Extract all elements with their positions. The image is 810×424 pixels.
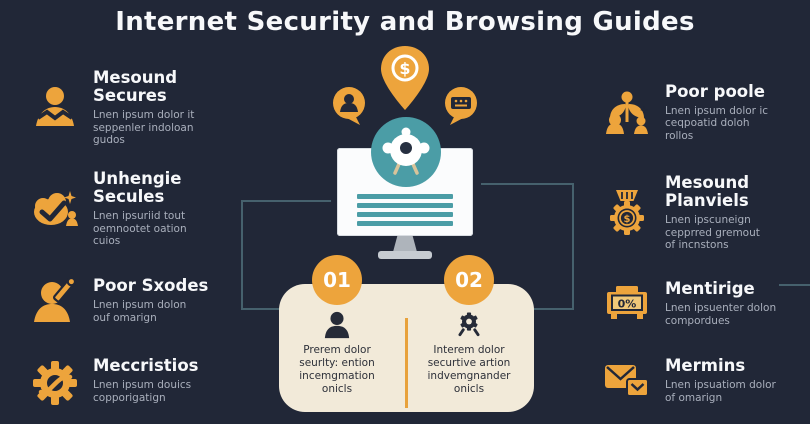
item-body: Lnen ipsuatiom dolor of omarign xyxy=(665,378,776,404)
percent-label: 0% xyxy=(618,298,637,311)
person-bubble-icon xyxy=(330,86,368,126)
item-body: Lnen ipsum douics copporigatign xyxy=(93,378,192,404)
item-body: Lnen ipscuneign cepprred gremout of incn… xyxy=(665,213,760,252)
item-heading: Poor poole xyxy=(665,82,765,102)
connector-line xyxy=(533,308,574,310)
connector-line xyxy=(572,183,574,310)
dollar-pin-icon: $ xyxy=(377,44,433,112)
bug-badge-icon xyxy=(371,117,441,187)
screen-text-line xyxy=(357,203,453,208)
list-item: Mesound Secures Lnen ipsum dolor it sepp… xyxy=(28,62,258,154)
list-item: 0% Mentirige Lnen ipsuenter dolon compor… xyxy=(600,262,810,346)
item-heading: Poor Sxodes xyxy=(93,276,209,296)
list-item: Meccristios Lnen ipsum douics copporigat… xyxy=(28,341,258,421)
item-heading: Mermins xyxy=(665,356,746,376)
connector-line xyxy=(241,308,281,310)
list-item: Unhengie Secules Lnen ipsuriid tout oemn… xyxy=(28,163,258,255)
envelopes-icon xyxy=(600,354,654,408)
percent-board-icon: 0% xyxy=(600,277,654,331)
person-pencil-icon xyxy=(28,274,82,328)
screen-text-line xyxy=(357,194,453,199)
item-body: Lnen ipsuriid tout oemnootet oation cuio… xyxy=(93,209,187,248)
monitor-stand-base xyxy=(378,251,432,259)
item-heading: Mentirige xyxy=(665,279,755,299)
list-item: Mermins Lnen ipsuatiom dolor of omarign xyxy=(600,340,810,422)
map-person-icon xyxy=(28,81,82,135)
screen-text-line xyxy=(357,221,453,226)
step-description: Prerem dolor seurlty: ention incemgmatio… xyxy=(299,344,375,396)
connector-line xyxy=(779,284,810,286)
monitor-stand xyxy=(393,236,417,252)
item-body: Lnen ipsuenter dolon compordues xyxy=(665,301,777,327)
connector-line xyxy=(241,200,331,202)
item-heading: Mesound Secures xyxy=(93,67,178,106)
item-body: Lnen ipsum dolor it seppenler indoloan g… xyxy=(93,108,195,147)
person-icon xyxy=(323,310,351,340)
list-item: Poor poole Lnen ipsum dolor ic ceqpoatid… xyxy=(600,64,810,162)
gear-swoosh-icon xyxy=(28,354,82,408)
steps-divider xyxy=(405,318,408,408)
plant-people-icon xyxy=(600,86,654,140)
list-item: Poor Sxodes Lnen ipsum dolon ouf omarign xyxy=(28,260,258,342)
item-heading: Mesound Planviels xyxy=(665,172,750,211)
connector-line xyxy=(481,183,574,185)
page-title: Internet Security and Browsing Guides xyxy=(115,7,695,37)
chat-card-bubble-icon xyxy=(442,86,480,126)
connector-line xyxy=(241,200,243,310)
item-heading: Meccristios xyxy=(93,356,199,376)
list-item: $ Mesound Planviels Lnen ipscuneign cepp… xyxy=(600,163,810,263)
item-heading: Unhengie Secules xyxy=(93,168,182,207)
item-body: Lnen ipsum dolon ouf omarign xyxy=(93,298,187,324)
checkmark-blob-icon xyxy=(28,182,82,236)
dollar-sign-label: $ xyxy=(399,59,410,78)
step-description: Interem dolor securtive artion indvemgna… xyxy=(427,344,511,396)
step-number-badge: 01 xyxy=(312,255,362,305)
item-body: Lnen ipsum dolor ic ceqpoatid doloh roll… xyxy=(665,104,769,143)
screen-text-line xyxy=(357,212,453,217)
gear-search-icon xyxy=(455,309,483,339)
step-number-badge: 02 xyxy=(444,255,494,305)
dollar-sign-label: $ xyxy=(624,214,631,225)
gear-dollar-icon: $ xyxy=(600,186,654,240)
